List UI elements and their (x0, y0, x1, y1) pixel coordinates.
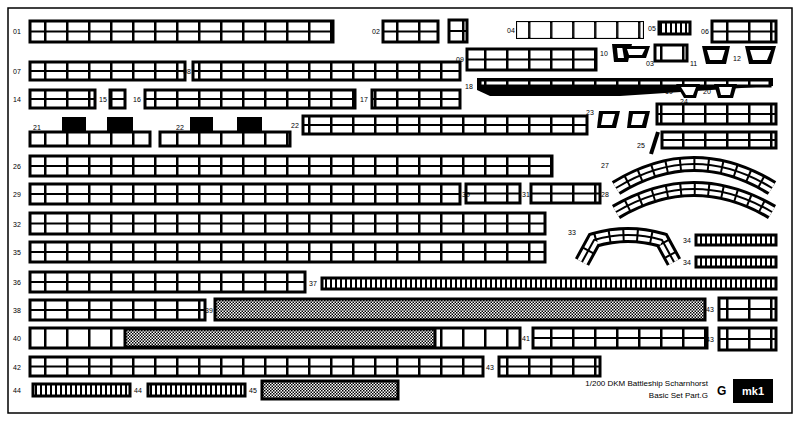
callout-number: 21 (33, 124, 41, 131)
callout-number: 44 (134, 387, 142, 394)
callout-number: 23 (586, 109, 594, 116)
callout-number: 22 (291, 122, 299, 129)
callout-number: 14 (13, 96, 21, 103)
callout-number: 40 (13, 335, 21, 342)
callout-number: 43 (706, 306, 714, 313)
callout-number: 31 (522, 191, 530, 198)
callout-number: 16 (133, 96, 141, 103)
callout-number: 05 (648, 25, 656, 32)
callout-number: 04 (507, 27, 515, 34)
callout-number: 33 (568, 229, 576, 236)
sheet-letter: G (717, 385, 726, 397)
callout-number: 03 (646, 60, 654, 67)
callout-number: 09 (456, 56, 464, 63)
callout-number: 07 (13, 68, 21, 75)
callout-number: 19 (665, 88, 673, 95)
callout-number: 15 (99, 96, 107, 103)
callout-number: 39 (205, 307, 213, 314)
callout-number: 30 (462, 191, 470, 198)
callout-number: 25 (637, 142, 645, 149)
callout-number: 18 (465, 83, 473, 90)
callout-number: 34 (683, 259, 691, 266)
callout-number: 37 (309, 280, 317, 287)
callout-number: 08 (183, 68, 191, 75)
callout-number: 12 (733, 55, 741, 62)
callout-number: 11 (690, 60, 697, 67)
callout-number: 34 (683, 237, 691, 244)
callout-number: 26 (13, 163, 21, 170)
callout-number: 24 (680, 98, 688, 105)
callout-number: 41 (522, 335, 530, 342)
callout-number: 17 (360, 96, 368, 103)
callout-number: 36 (13, 279, 21, 286)
callout-number: 38 (13, 307, 21, 314)
callout-number: 32 (13, 221, 21, 228)
callout-number: 27 (601, 162, 609, 169)
callout-number: 45 (249, 387, 257, 394)
callout-number: 06 (701, 28, 709, 35)
callout-number: 01 (13, 28, 21, 35)
callout-number: 42 (13, 364, 21, 371)
callout-number: 35 (13, 249, 21, 256)
callout-number: 44 (13, 387, 21, 394)
set-title: 1/200 DKM Battleship Scharnhorst (585, 380, 708, 388)
callout-number: 43 (486, 364, 494, 371)
callout-number: 43 (706, 336, 714, 343)
callout-number: 10 (600, 50, 608, 57)
callout-number: 22 (176, 124, 184, 131)
callout-number: 02 (372, 28, 380, 35)
brand-logo: mk1 (742, 386, 764, 397)
callout-number: 28 (601, 191, 609, 198)
set-subtitle: Basic Set Part.G (649, 392, 708, 400)
callout-number: 29 (13, 191, 21, 198)
callout-number: 20 (703, 88, 711, 95)
